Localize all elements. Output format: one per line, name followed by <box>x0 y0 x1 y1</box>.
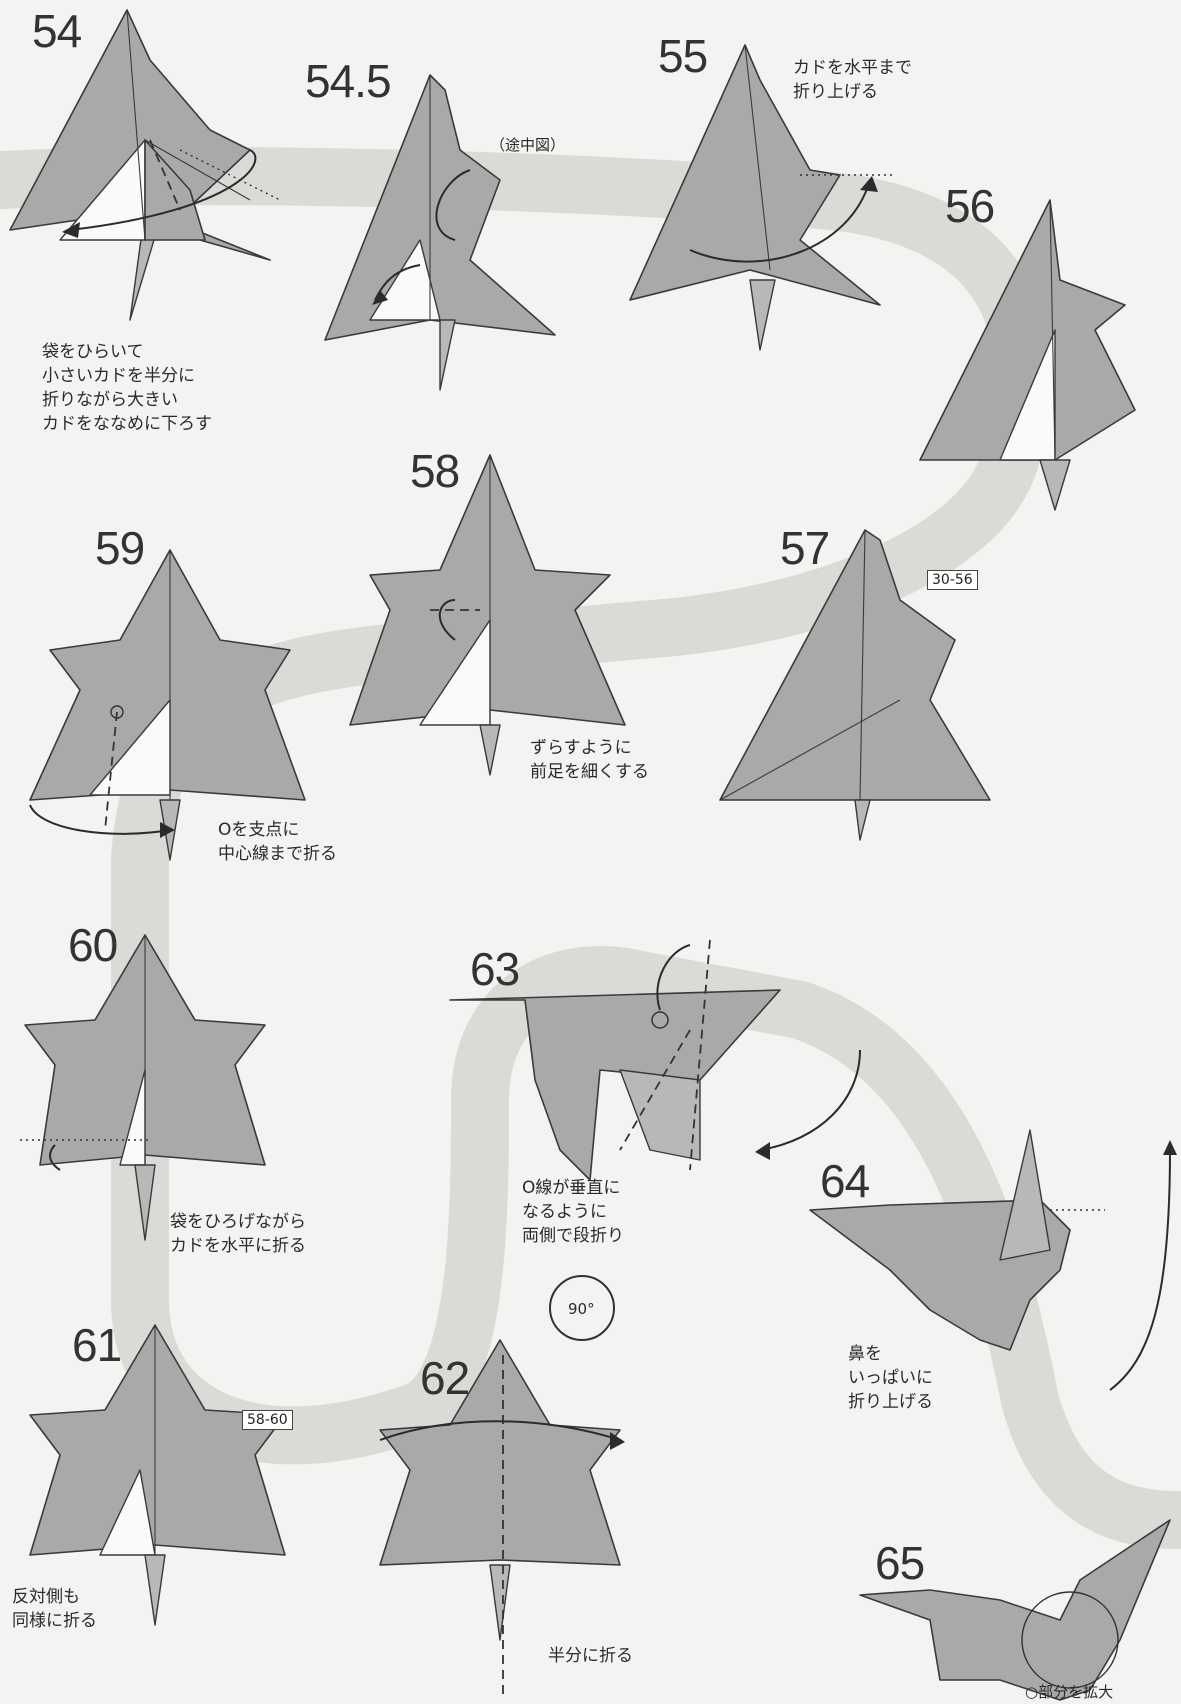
instruction-61: 反対側も 同様に折る <box>12 1587 97 1631</box>
step-number-55: 55 <box>658 30 708 82</box>
step-56-figure <box>919 199 1136 511</box>
flow-band <box>0 147 1181 1549</box>
instruction-62: 半分に折る <box>548 1646 633 1666</box>
rotate-90-label: 90° <box>568 1300 595 1318</box>
step-number-61: 61 <box>72 1319 122 1371</box>
instruction-55: カドを水平まで 折り上げる <box>793 58 912 102</box>
step-number-65: 65 <box>875 1537 925 1589</box>
step-number-63: 63 <box>470 943 520 995</box>
instruction-58: ずらすように 前足を細くする <box>530 738 649 782</box>
step-number-58: 58 <box>410 445 460 497</box>
instruction-59: Oを支点に 中心線まで折る <box>218 820 337 864</box>
step-65-figure <box>859 1519 1171 1701</box>
step-number-57: 57 <box>780 522 830 574</box>
step-number-64: 64 <box>820 1155 870 1207</box>
instruction-54: 袋をひらいて 小さいカドを半分に 折りながら大きい カドをななめに下ろす <box>42 342 212 434</box>
step-58-figure <box>349 454 626 776</box>
instruction-65-partial: ○部分を拡大 <box>1025 1683 1114 1701</box>
step-63-figure <box>449 939 861 1181</box>
reference-30-56: 30-56 <box>927 570 978 590</box>
instruction-60: 袋をひろげながら カドを水平に折る <box>170 1212 306 1256</box>
step-55-figure <box>629 44 895 351</box>
step-62-figure <box>379 1339 625 1700</box>
step-number-56: 56 <box>945 180 995 232</box>
step-64-figure <box>809 1129 1177 1391</box>
step-number-59: 59 <box>95 522 145 574</box>
step-57-figure <box>719 529 991 841</box>
step-54-5-figure <box>324 74 556 391</box>
step-number-54: 54 <box>32 5 82 57</box>
rotate-90-symbol <box>549 1275 615 1341</box>
step-60-figure <box>20 934 266 1241</box>
step-61-figure <box>29 1324 286 1626</box>
instruction-54-5: （途中図） <box>490 136 566 154</box>
step-54-figure <box>9 9 281 321</box>
step-number-54-5: 54.5 <box>305 55 392 107</box>
reference-58-60: 58-60 <box>242 1410 293 1430</box>
step-number-62: 62 <box>420 1352 470 1404</box>
step-59-figure <box>29 549 306 861</box>
instruction-63: O線が垂直に なるように 両側で段折り <box>522 1178 624 1246</box>
instruction-64: 鼻を いっぱいに 折り上げる <box>848 1344 933 1412</box>
step-number-60: 60 <box>68 919 118 971</box>
